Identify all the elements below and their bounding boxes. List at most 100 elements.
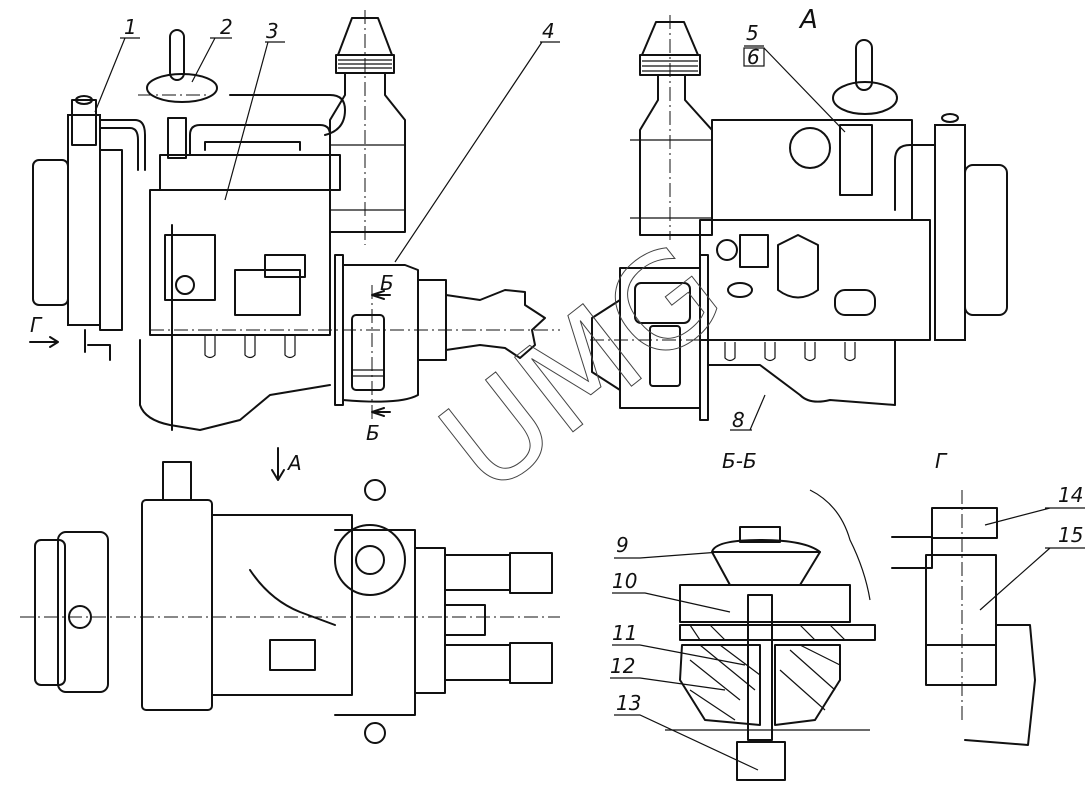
oil-pan bbox=[139, 339, 331, 431]
callout-6-box bbox=[743, 47, 765, 67]
engine-mount-right bbox=[649, 325, 681, 387]
crankcase-ribs bbox=[204, 335, 296, 359]
exhaust-elbow bbox=[839, 124, 873, 196]
engine-mount bbox=[351, 314, 385, 391]
view-g-arrow-label: Г bbox=[30, 313, 43, 337]
callout-4: 4 bbox=[542, 19, 555, 43]
cylinder-block bbox=[149, 189, 331, 336]
flywheel-top bbox=[334, 524, 406, 596]
fuel-filter-cap bbox=[716, 239, 738, 261]
gearbox-stub-right bbox=[591, 299, 621, 391]
section-b-b: Б-Б 9 10 11 12 13 bbox=[610, 449, 876, 781]
hatching bbox=[689, 624, 846, 721]
bolt-head-14 bbox=[931, 507, 998, 539]
turbocharger bbox=[789, 127, 831, 169]
starter-solenoid bbox=[264, 254, 306, 278]
muffler-neck bbox=[167, 117, 187, 159]
radiator-cap-right bbox=[941, 113, 959, 123]
view-g-arrow bbox=[29, 336, 59, 348]
fan bbox=[99, 149, 123, 331]
callout-13: 13 bbox=[616, 691, 641, 715]
shaft-lower-end bbox=[509, 642, 553, 684]
exhaust-top bbox=[162, 461, 192, 501]
sediment-bowl bbox=[727, 282, 753, 298]
fuel-filter bbox=[739, 234, 769, 268]
radiator-cap-neck bbox=[71, 99, 97, 146]
callout-2: 2 bbox=[220, 15, 233, 39]
oil-pan-right bbox=[707, 339, 896, 406]
water-pipe-right bbox=[894, 144, 936, 211]
callout-15: 15 bbox=[1058, 523, 1083, 547]
view-g-label: Г bbox=[935, 449, 948, 473]
left-side-view: Б Б Г 1 2 3 4 bbox=[29, 10, 560, 445]
water-pipe bbox=[99, 119, 146, 171]
view-a-arrow bbox=[271, 447, 285, 481]
right-side-view: А bbox=[590, 5, 1008, 432]
cylinder-head bbox=[159, 154, 341, 191]
air-cleaner-top bbox=[141, 499, 213, 711]
callout-6: 6 bbox=[747, 45, 760, 69]
callout-8: 8 bbox=[732, 408, 745, 432]
lift-eye-top bbox=[364, 479, 386, 501]
mount-bolt bbox=[747, 594, 773, 741]
exhaust-stack-right bbox=[855, 39, 873, 91]
exhaust-stack bbox=[169, 29, 185, 81]
radiator-cap bbox=[75, 95, 93, 105]
flange-right bbox=[699, 254, 709, 421]
shaft-middle bbox=[444, 604, 486, 636]
top-view-arrow-label: А bbox=[286, 451, 302, 475]
frame-plate bbox=[679, 624, 876, 641]
inspection-window bbox=[634, 282, 691, 324]
shaft-upper-end bbox=[509, 552, 553, 594]
callout-3: 3 bbox=[266, 19, 279, 43]
cylinder-head-right bbox=[711, 119, 913, 221]
manifold-inner bbox=[204, 141, 301, 151]
break-line bbox=[809, 489, 871, 601]
section-arrow-top bbox=[371, 290, 391, 300]
washer-9 bbox=[711, 539, 821, 553]
starter-motor bbox=[234, 269, 301, 316]
oil-filter bbox=[777, 234, 819, 299]
air-filter-mesh bbox=[335, 54, 395, 74]
shaft-upper bbox=[444, 554, 511, 591]
support-plate bbox=[964, 624, 1036, 746]
rubber-pad-right bbox=[774, 644, 841, 726]
water-pipe-inner bbox=[99, 127, 139, 171]
radiator-right bbox=[934, 124, 966, 341]
callout-10: 10 bbox=[612, 569, 637, 593]
mount-bracket bbox=[679, 584, 851, 623]
view-a-label: А bbox=[798, 5, 818, 35]
clutch-housing-top bbox=[334, 529, 416, 716]
exhaust-pipe bbox=[229, 94, 346, 136]
section-marker-top: Б bbox=[380, 271, 394, 295]
fan-shroud-right bbox=[964, 164, 1008, 316]
view-g: Г 14 15 bbox=[891, 449, 1085, 746]
air-filter-body bbox=[329, 72, 406, 233]
intake-manifold bbox=[189, 124, 331, 156]
nut-lower bbox=[925, 644, 997, 686]
pump-gear bbox=[175, 275, 195, 295]
alternator bbox=[834, 289, 876, 316]
callout-14: 14 bbox=[1058, 483, 1083, 507]
fan-shroud bbox=[32, 159, 69, 306]
callout-1: 1 bbox=[124, 15, 137, 39]
fan-shroud-top bbox=[34, 539, 66, 686]
section-marker-bottom: Б bbox=[366, 421, 380, 445]
bracket-15 bbox=[925, 554, 997, 646]
flywheel-hub-top bbox=[355, 545, 385, 575]
gearbox-top bbox=[414, 547, 446, 694]
section-b-b-label: Б-Б bbox=[722, 449, 757, 473]
engine-block-top bbox=[211, 514, 353, 696]
mount-cup bbox=[711, 551, 821, 586]
radiator-top bbox=[57, 531, 109, 693]
callout-11: 11 bbox=[612, 621, 637, 645]
lift-eye-bottom bbox=[364, 722, 386, 744]
callout-5: 5 bbox=[746, 21, 759, 45]
water-hose-top bbox=[249, 569, 336, 626]
callout-9: 9 bbox=[616, 533, 629, 557]
muffler-right bbox=[832, 81, 898, 115]
bell-housing bbox=[417, 279, 447, 361]
frame-member bbox=[891, 536, 933, 569]
mount-nut-bottom bbox=[736, 741, 786, 781]
